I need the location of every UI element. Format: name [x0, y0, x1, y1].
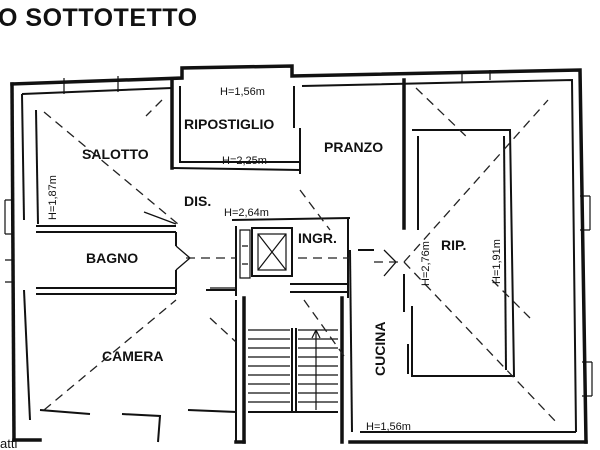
room-label-cucina: CUCINA: [372, 322, 388, 376]
elevator-shaft: [239, 227, 293, 279]
room-label-salotto: SALOTTO: [82, 146, 149, 162]
room-label-dis: DIS.: [184, 193, 211, 209]
plan-title: O SOTTOTETTO: [0, 4, 198, 32]
interior-walls: [35, 78, 516, 444]
bottom-walls: [12, 409, 588, 444]
room-label-pranzo: PRANZO: [324, 139, 383, 155]
stair-tread: [315, 329, 321, 339]
outer-walls: [4, 64, 593, 444]
height-label-rip-right: H=1,91m: [491, 239, 503, 284]
staircase: [248, 328, 338, 413]
roof-lines: [43, 87, 559, 425]
stair-tread: [311, 329, 317, 339]
room-label-camera: CAMERA: [102, 348, 163, 364]
height-label-rip-left: H=2,76m: [420, 241, 432, 286]
footer-fragment: atti: [0, 436, 17, 450]
height-label-dis: H=2,64m: [224, 207, 269, 219]
height-label-cucina-bottom: H=1,56m: [366, 421, 411, 433]
height-label-ripostiglio-bottom: H=2,25m: [222, 155, 267, 167]
room-label-ingr: INGR.: [298, 230, 337, 246]
room-label-bagno: BAGNO: [86, 250, 138, 266]
height-label-ripostiglio-top: H=1,56m: [220, 86, 265, 98]
height-label-salotto: H=1,87m: [47, 175, 59, 220]
room-label-ripostiglio: RIPOSTIGLIO: [184, 116, 274, 132]
room-label-rip: RIP.: [441, 237, 466, 253]
